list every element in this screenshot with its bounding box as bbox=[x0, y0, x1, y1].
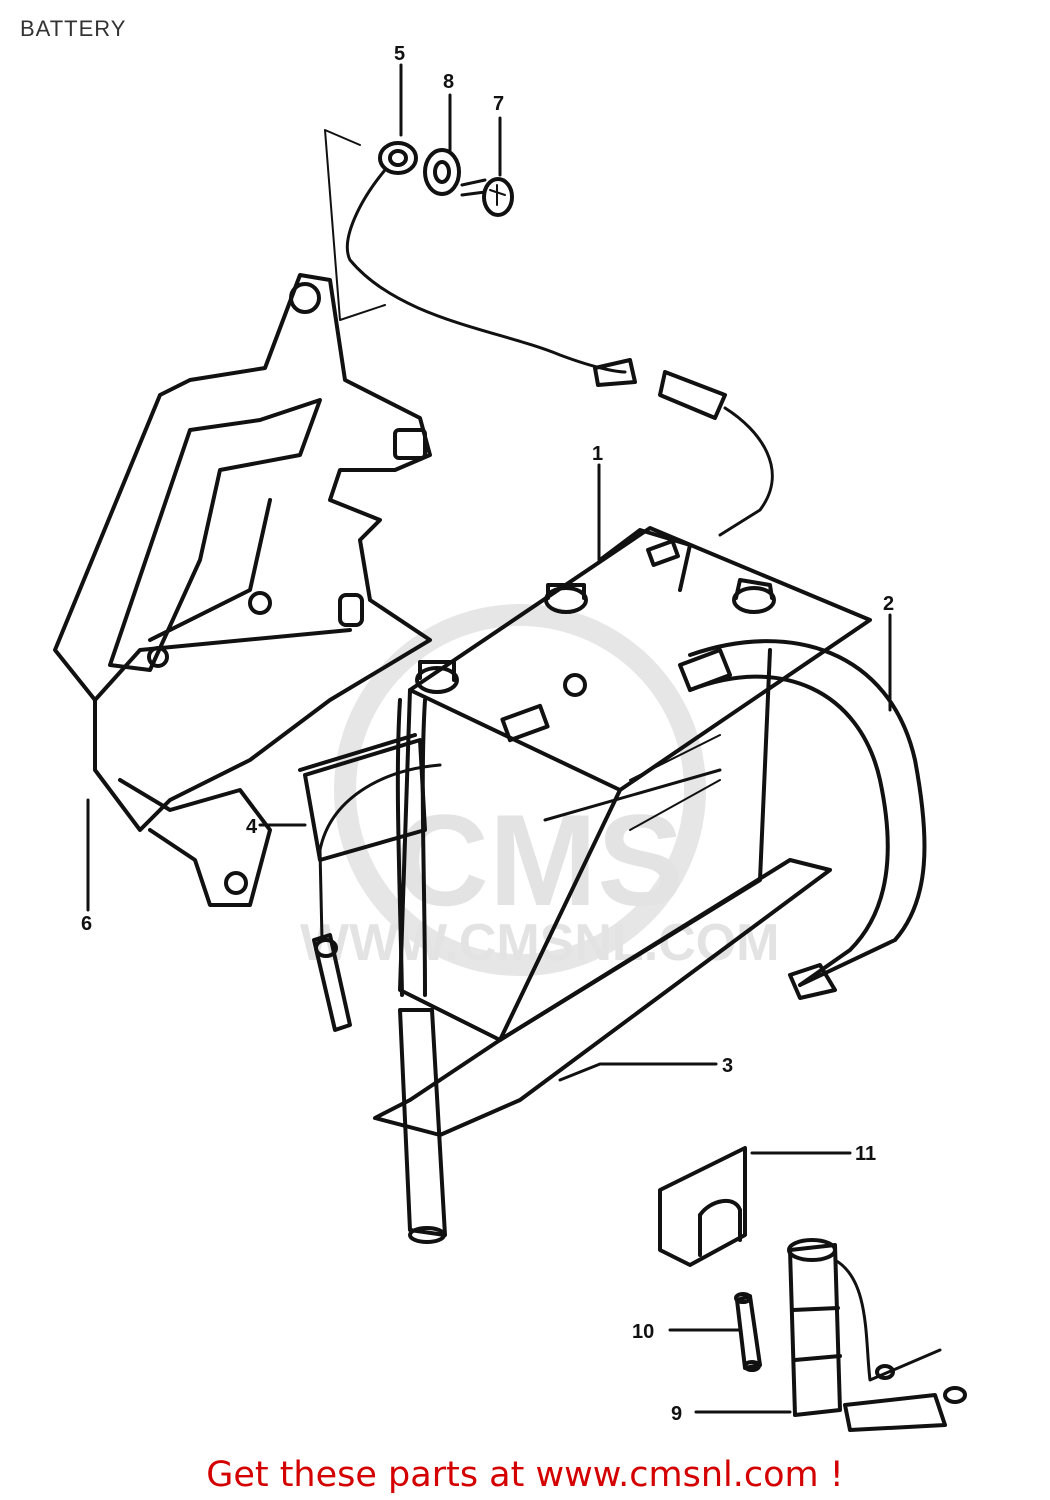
callout-5: 5 bbox=[394, 43, 405, 65]
callout-11: 11 bbox=[855, 1143, 876, 1165]
battery-band bbox=[678, 639, 927, 1000]
callout-labels: 1 2 3 4 5 6 7 8 9 10 11 bbox=[81, 43, 894, 1425]
battery-holder-bracket bbox=[53, 273, 432, 907]
watermark-brand: CMS bbox=[395, 787, 684, 933]
page-title: BATTERY bbox=[20, 16, 127, 41]
screw bbox=[460, 177, 514, 217]
breather-tube bbox=[395, 698, 447, 1244]
callout-2: 2 bbox=[883, 593, 894, 615]
washer bbox=[423, 148, 461, 196]
fuse-holder-clip bbox=[658, 1146, 747, 1267]
callout-4: 4 bbox=[246, 816, 258, 838]
battery-lead-wire bbox=[312, 763, 442, 1032]
footer-parts-link[interactable]: Get these parts at www.cmsnl.com ! bbox=[206, 1455, 844, 1495]
leader-lines bbox=[86, 63, 892, 1414]
ground-lead bbox=[324, 129, 774, 537]
watermark-text: WWW.CMSNL.COM bbox=[300, 914, 779, 972]
battery-case-plate bbox=[373, 858, 832, 1137]
watermark: CMS WWW.CMSNL.COM bbox=[300, 604, 779, 976]
callout-7: 7 bbox=[493, 93, 504, 115]
callout-3: 3 bbox=[722, 1055, 733, 1077]
callout-1: 1 bbox=[592, 443, 603, 465]
callout-8: 8 bbox=[443, 71, 454, 93]
callout-6: 6 bbox=[81, 913, 92, 935]
battery bbox=[398, 526, 872, 1042]
callout-10: 10 bbox=[632, 1321, 654, 1343]
fuse bbox=[734, 1292, 762, 1372]
callout-9: 9 bbox=[671, 1403, 682, 1425]
fuse-holder bbox=[787, 1238, 967, 1432]
